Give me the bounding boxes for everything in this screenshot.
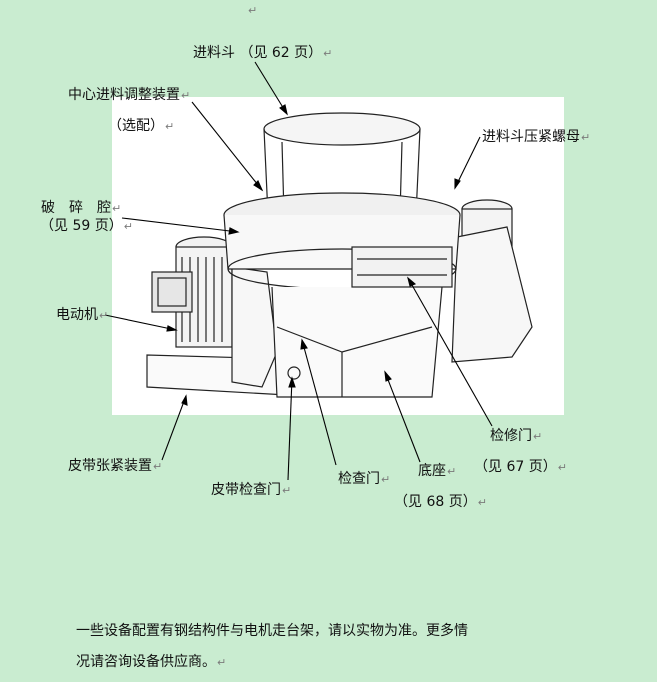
label-belt-tension: 皮带张紧装置↵ [68, 458, 163, 474]
paragraph-mark: ↵ [248, 4, 258, 17]
note-line-1: 一些设备配置有钢结构件与电机走台架，请以实物为准。更多情 [76, 623, 468, 639]
label-base-page: （见 68 页）↵ [394, 494, 487, 510]
crusher-drawing [146, 112, 533, 398]
label-center-feed-note: （选配）↵ [108, 118, 175, 134]
label-service-door-page: （见 67 页）↵ [474, 459, 567, 475]
label-inspect-door: 检查门↵ [338, 471, 391, 487]
note-line-2: 况请咨询设备供应商。↵ [76, 654, 227, 670]
label-chamber: 破 碎 腔↵ [41, 200, 122, 216]
crusher-illustration [112, 97, 564, 415]
label-hopper-nut: 进料斗压紧螺母↵ [482, 129, 591, 145]
label-base: 底座↵ [418, 463, 457, 479]
label-motor: 电动机↵ [56, 307, 109, 323]
label-chamber-page: （见 59 页）↵ [40, 218, 133, 234]
label-hopper: 进料斗 （见 62 页）↵ [193, 45, 333, 61]
label-belt-door: 皮带检查门↵ [211, 482, 292, 498]
label-center-feed: 中心进料调整装置↵ [68, 87, 191, 103]
label-service-door: 检修门↵ [490, 428, 543, 444]
